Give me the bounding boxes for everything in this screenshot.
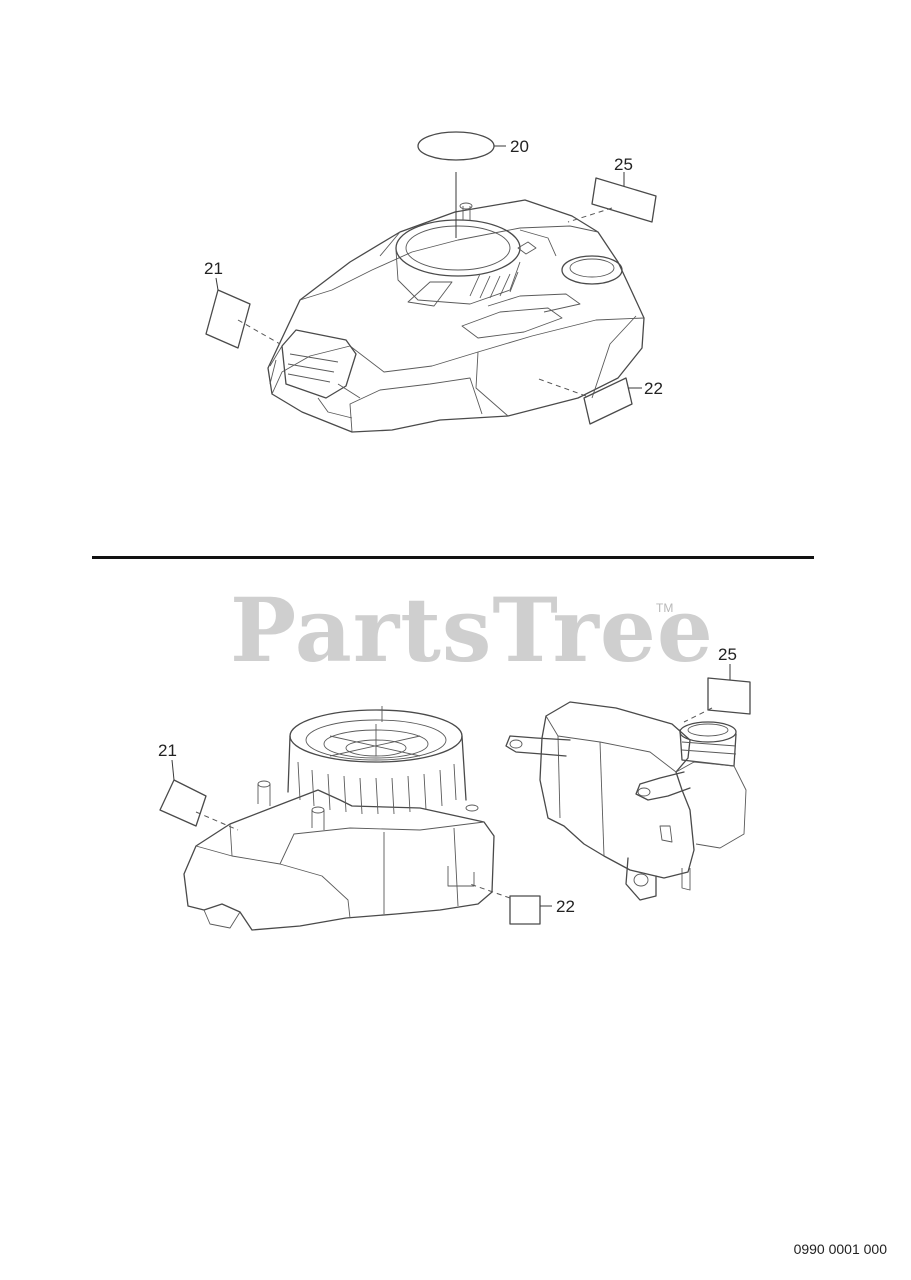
- callout-25-top: 25: [614, 155, 633, 174]
- fuel-tank-drawing: [505, 664, 751, 901]
- callout-22-top: 22: [644, 379, 663, 398]
- callout-22-bottom: 22: [556, 897, 575, 916]
- callout-25-bottom: 25: [718, 645, 737, 664]
- starter-housing-drawing: [159, 706, 552, 931]
- watermark-text: PartsTree: [230, 578, 714, 682]
- engine-shroud-drawing: [205, 131, 657, 433]
- callout-21-bottom: 21: [158, 741, 177, 760]
- document-number: 0990 0001 000: [793, 1241, 887, 1257]
- section-divider: [92, 556, 814, 559]
- trademark-mark: TM: [656, 601, 674, 615]
- callout-20: 20: [510, 137, 529, 156]
- callout-21-top: 21: [204, 259, 223, 278]
